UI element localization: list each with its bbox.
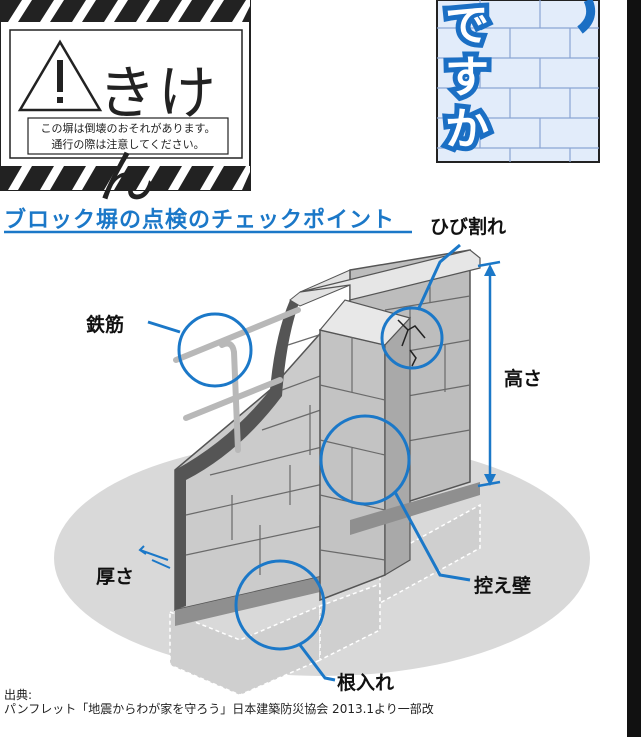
label-height: 高さ: [504, 368, 543, 390]
right-border: [627, 0, 641, 737]
poster-char-3: か: [445, 104, 489, 155]
poster-char-2: す: [445, 52, 489, 103]
crack-lines: [397, 319, 426, 367]
crack-circle: [380, 306, 444, 370]
source-text: パンフレット「地震からわが家を守ろう」日本建築防災協会 2013.1より一部改: [4, 702, 434, 716]
rebar: [173, 307, 301, 453]
thickness-arrow: [138, 545, 171, 569]
label-embedment: 根入れ: [337, 672, 395, 694]
crack-leader: [416, 243, 461, 311]
label-cracks: ひび割れ: [430, 216, 507, 238]
diagram-heading: ブロック塀の点検のチェックポイント: [4, 208, 396, 233]
embedment-circle: [234, 559, 326, 651]
warning-line-1: この塀は倒壊のおそれがあります。: [40, 122, 216, 135]
warning-sign: きけん この塀は倒壊のおそれがあります。 通行の際は注意してください。: [0, 0, 250, 211]
exclamation-triangle-icon: [17, 39, 103, 112]
warning-sign-frame: [0, 0, 251, 191]
buttress-circle: [319, 414, 411, 506]
rebar-leader: [147, 320, 181, 334]
warning-line-2: 通行の際は注意してください。: [51, 138, 205, 151]
label-rebar: 鉄筋: [86, 314, 125, 336]
source-citation: 出典: パンフレット「地震からわが家を守ろう」日本建築防災協会 2013.1より…: [4, 688, 624, 716]
poster-char-1: で: [445, 0, 489, 51]
source-label: 出典:: [4, 688, 33, 702]
warning-title: きけん: [98, 59, 219, 211]
block-wall: [174, 249, 481, 626]
buttress-leader: [393, 491, 471, 582]
height-arrow: [477, 260, 501, 488]
rebar-circle: [177, 312, 253, 388]
poster-illustration: で す か: [436, 0, 600, 163]
embedment-leader: [298, 644, 336, 682]
label-buttress: 控え壁: [474, 575, 532, 597]
label-thickness: 厚さ: [96, 566, 135, 588]
